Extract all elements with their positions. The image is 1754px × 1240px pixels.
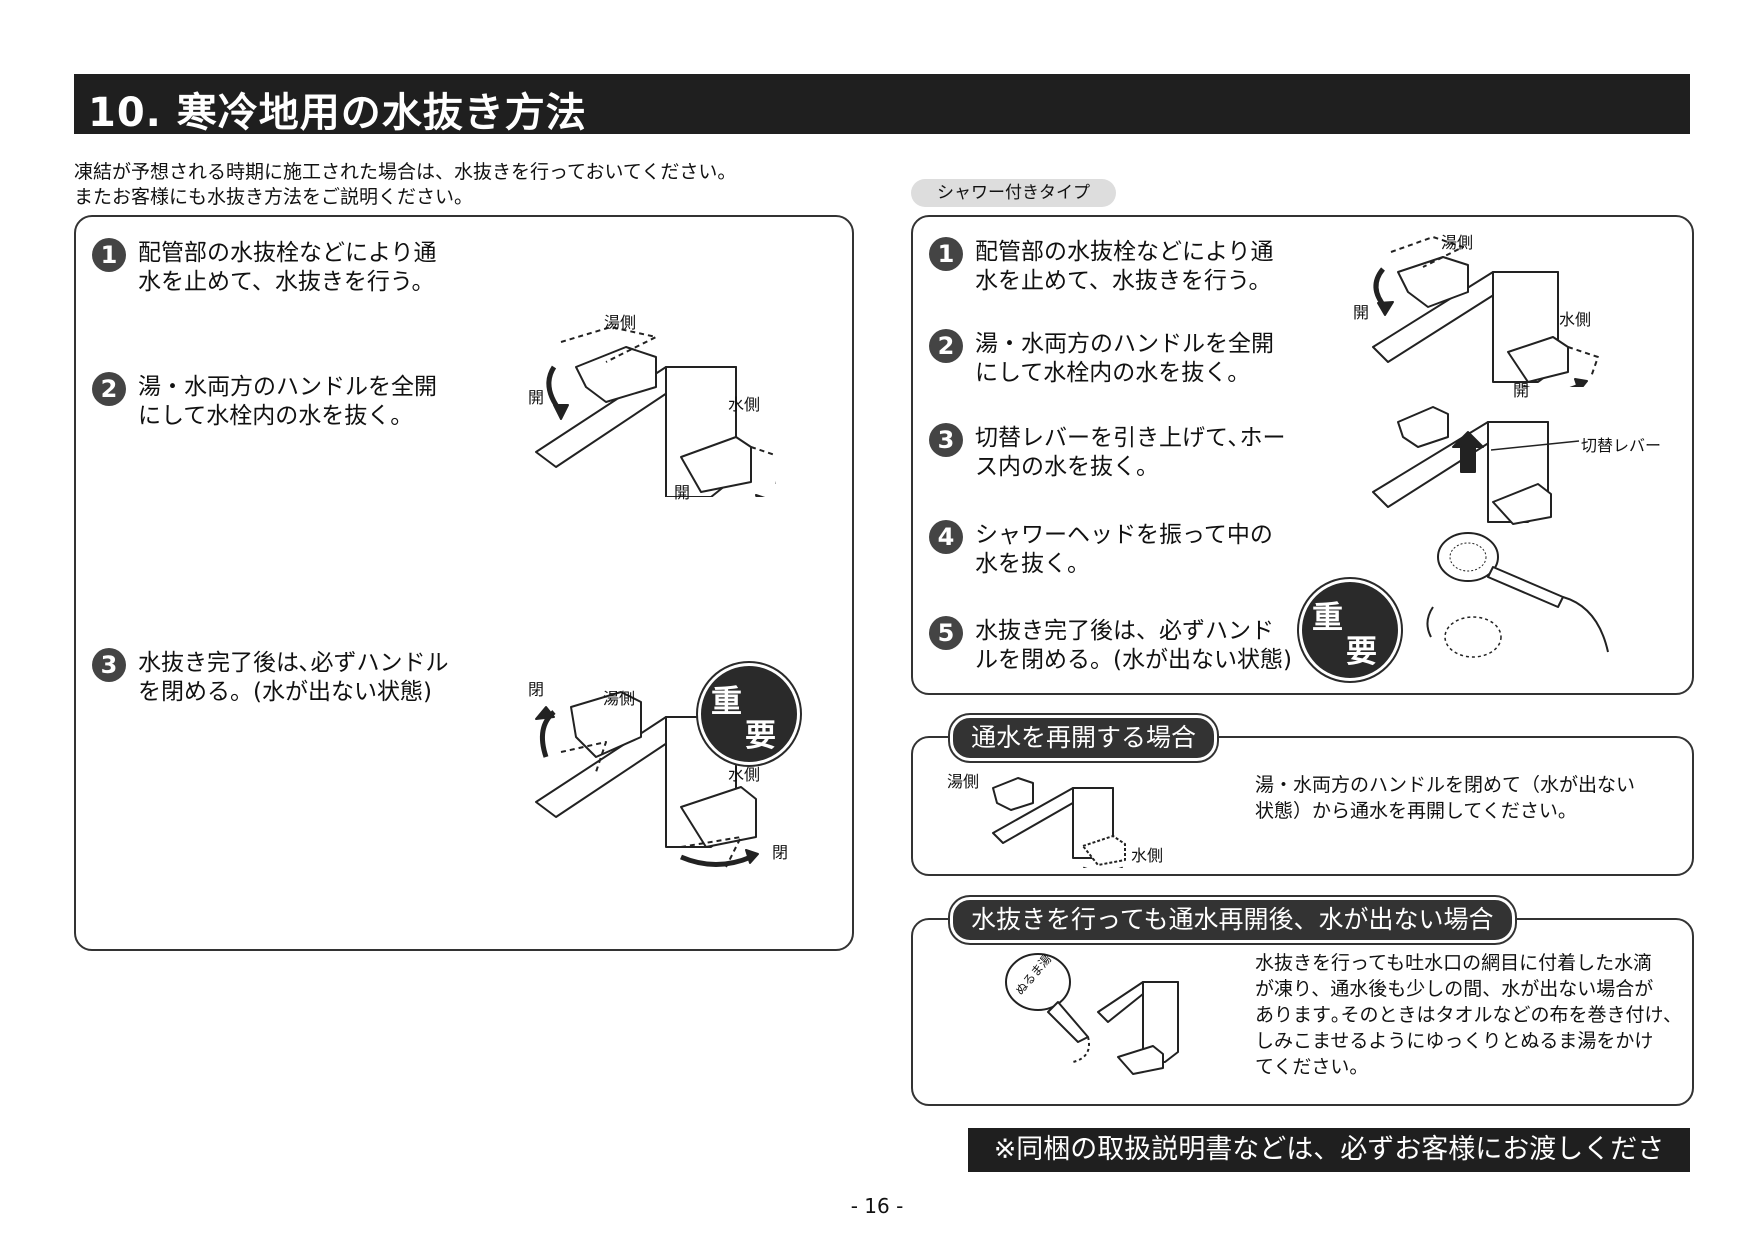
step-3-number: 3 [92, 648, 126, 682]
important-badge: 重要 [698, 663, 800, 765]
intro-line-2: またお客様にも水抜き方法をご説明ください。 [74, 186, 474, 208]
r-step-2-number: 2 [929, 329, 963, 363]
fig2-hot-label: 湯側 [603, 689, 636, 708]
fig1-cold-label: 水側 [728, 395, 761, 414]
page-title: 10. 寒冷地用の水抜き方法 [88, 90, 587, 136]
r-step-1-number: 1 [929, 237, 963, 271]
lever-pointer-line [1491, 440, 1580, 451]
r-fig1-hot-label: 湯側 [1441, 233, 1474, 252]
r-fig1-open-label-1: 開 [1353, 303, 1370, 322]
r-fig1-cold-label: 水側 [1559, 310, 1592, 329]
fig2-close-label-1: 閉 [528, 680, 545, 699]
r-step-5-number: 5 [929, 616, 963, 650]
fig1-hot-label: 湯側 [604, 313, 637, 332]
resume-water-box: 湯側 水側 湯・水両方のハンドルを閉めて（水が出ない状態）から通水を再開してくだ… [911, 736, 1694, 876]
r-step-4-number: 4 [929, 520, 963, 554]
r-step-4-text: シャワーヘッドを振って中の水を抜く。 [975, 522, 1273, 577]
r-important-badge: 重要 [1299, 579, 1401, 681]
left-instruction-box: 1 配管部の水抜栓などにより通水を止めて、水抜きを行う。 2 湯・水両方のハンド… [74, 215, 854, 951]
fig2-cold-label: 水側 [728, 765, 761, 784]
no-water-text: 水抜きを行っても吐水口の網目に付着した水滴が凍り、通水後も少しの間、水が出ない場… [1255, 952, 1674, 1078]
lever-label: 切替レバー [1581, 436, 1662, 455]
r-step-3-text: 切替レバーを引き上げて､ホース内の水を抜く。 [975, 425, 1286, 480]
resume-faucet-illustration [992, 777, 1126, 868]
step-3-text: 水抜き完了後は､必ずハンドルを閉める。(水が出ない状態) [138, 650, 449, 705]
resume-cold-label: 水側 [1131, 846, 1164, 865]
r-step-5-text: 水抜き完了後は、必ずハンドルを閉める。(水が出ない状態) [975, 618, 1292, 673]
faucet-open-illustration [535, 326, 776, 497]
right-instruction-box: 1 配管部の水抜栓などにより通水を止めて、水抜きを行う。 2 湯・水両方のハンド… [911, 215, 1694, 695]
r-fig1-open-label-2: 開 [1513, 381, 1530, 400]
fig1-open-label-2: 開 [674, 483, 691, 502]
no-water-box: ぬるま湯 水抜きを行っても吐水口の網目に付着した水滴が凍り、通水後も少しの間、水… [911, 918, 1694, 1106]
resume-hot-label: 湯側 [947, 772, 980, 791]
resume-heading: 通水を再開する場合 [950, 715, 1218, 761]
fig2-close-label-2: 閉 [772, 843, 789, 862]
r-step-3-number: 3 [929, 423, 963, 457]
no-water-heading: 水抜きを行っても通水再開後、水が出ない場合 [950, 897, 1515, 943]
intro-line-1: 凍結が予想される時期に施工された場合は、水抜きを行っておいてください。 [74, 161, 737, 183]
step-2-number: 2 [92, 372, 126, 406]
notice-banner: ※同梱の取扱説明書などは、必ずお客様にお渡しください。 [968, 1128, 1690, 1209]
step-1-text: 配管部の水抜栓などにより通水を止めて、水抜きを行う。 [138, 240, 437, 295]
shower-head-illustration [1426, 532, 1609, 658]
step-1-number: 1 [92, 238, 126, 272]
r-step-2-text: 湯・水両方のハンドルを全開にして水栓内の水を抜く。 [975, 331, 1274, 386]
page-number: - 16 - [850, 1194, 904, 1218]
diverter-lever-illustration [1372, 406, 1552, 525]
fig1-open-label-1: 開 [528, 388, 545, 407]
r-step-1-text: 配管部の水抜栓などにより通水を止めて、水抜きを行う。 [975, 239, 1274, 294]
resume-text: 湯・水両方のハンドルを閉めて（水が出ない状態）から通水を再開してください。 [1255, 774, 1636, 822]
title-bar: 10. 寒冷地用の水抜き方法 [74, 74, 1690, 136]
faucet-closed-illustration [535, 691, 759, 868]
shower-type-tag: シャワー付きタイプ [911, 179, 1116, 207]
shower-faucet-open-illustration [1372, 236, 1599, 387]
step-2-text: 湯・水両方のハンドルを全開にして水栓内の水を抜く。 [138, 374, 437, 429]
warm-water-pour-illustration [1005, 953, 1179, 1075]
